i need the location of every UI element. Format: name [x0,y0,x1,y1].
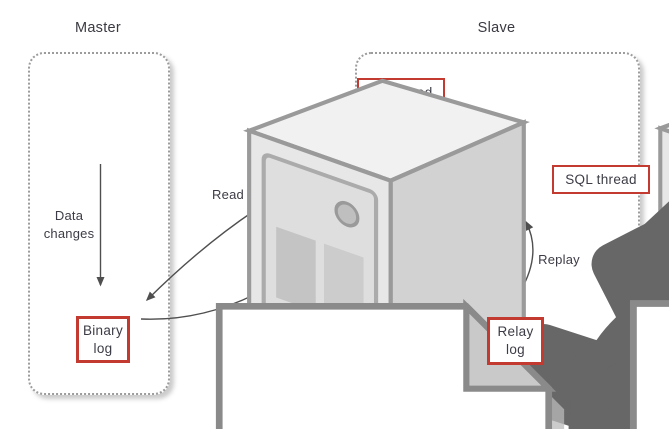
slave-title: Slave [477,20,516,36]
sql-thread-badge: SQL thread [552,165,650,194]
binary-log-badge: Binary log [76,316,130,363]
data-changes-label: Data changes [43,208,95,241]
read-binlog-label: Read [212,187,244,202]
replay-arrow [520,220,534,291]
relay-log-document-icon [632,302,669,429]
master-title: Master [74,20,122,36]
replay-label: Replay [538,252,580,267]
relay-log-badge: Relay log [487,317,544,365]
